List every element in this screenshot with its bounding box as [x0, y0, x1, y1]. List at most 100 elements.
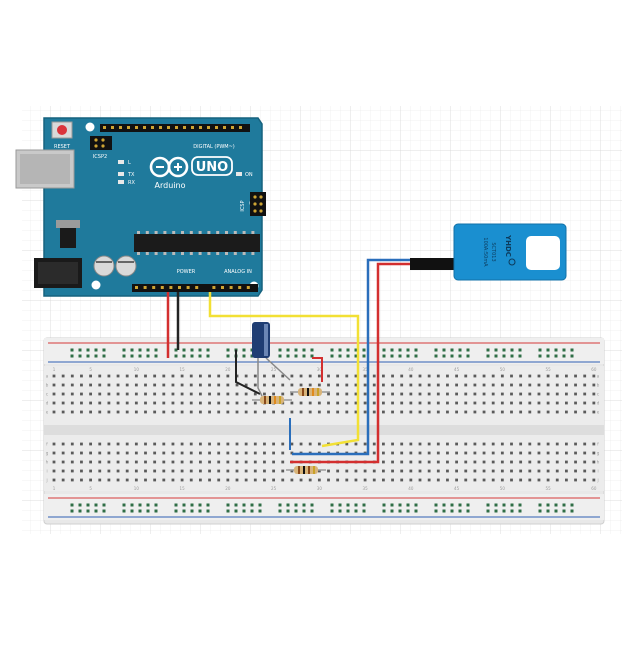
terminal-hole	[382, 392, 385, 396]
rail-hole	[154, 354, 158, 358]
terminal-hole	[317, 478, 321, 482]
terminal-hole	[519, 451, 523, 455]
rail-hole	[286, 509, 290, 513]
chip-pin	[251, 231, 255, 234]
rail-hole	[122, 503, 126, 507]
terminal-hole	[473, 410, 477, 414]
terminal-hole	[382, 401, 385, 405]
terminal-hole	[446, 392, 449, 396]
terminal-hole	[436, 374, 440, 378]
rail-hole	[102, 509, 106, 513]
terminal-hole	[61, 442, 65, 446]
row-letter: i	[46, 469, 47, 474]
rx-label: RX	[128, 180, 135, 186]
rail-hole	[414, 354, 418, 358]
terminal-hole	[235, 442, 239, 446]
rail-hole	[302, 509, 306, 513]
rail-hole	[310, 509, 314, 513]
rail-hole	[234, 509, 238, 513]
terminal-hole	[180, 478, 184, 482]
power-analog-header: POWER ANALOG IN	[132, 269, 258, 292]
terminal-hole	[290, 451, 294, 455]
terminal-hole	[574, 460, 577, 464]
rail-hole	[518, 354, 522, 358]
rail-hole	[554, 348, 558, 352]
chip-pin	[225, 231, 228, 234]
terminal-hole	[574, 383, 577, 387]
column-number: 1	[53, 486, 56, 491]
terminal-hole	[272, 460, 275, 464]
terminal-hole	[61, 451, 65, 455]
terminal-hole	[382, 460, 385, 464]
rail-hole	[122, 354, 126, 358]
terminal-hole	[565, 451, 568, 455]
terminal-hole	[436, 451, 440, 455]
rail-hole	[406, 348, 410, 352]
rail-hole	[382, 503, 386, 507]
terminal-hole	[199, 460, 202, 464]
terminal-hole	[418, 383, 422, 387]
rail-hole	[510, 503, 514, 507]
terminal-hole	[537, 374, 541, 378]
rail-hole	[70, 348, 74, 352]
terminal-hole	[235, 478, 239, 482]
rail-hole	[154, 503, 158, 507]
terminal-hole	[500, 460, 504, 464]
rail-hole	[338, 509, 342, 513]
terminal-hole	[244, 469, 248, 473]
rail-hole	[310, 348, 314, 352]
column-number: 20	[225, 486, 231, 491]
chip-pin	[172, 231, 176, 234]
terminal-hole	[464, 383, 468, 387]
terminal-hole	[491, 383, 495, 387]
terminal-hole	[574, 478, 577, 482]
rail-hole	[518, 509, 522, 513]
terminal-hole	[208, 460, 211, 464]
terminal-hole	[427, 401, 431, 405]
rail-hole	[346, 509, 350, 513]
rail-hole	[458, 509, 462, 513]
header-pin	[195, 286, 199, 289]
terminal-hole	[345, 442, 349, 446]
wires	[166, 258, 410, 464]
terminal-hole	[189, 401, 193, 405]
terminal-hole	[253, 478, 257, 482]
rail-hole	[510, 354, 514, 358]
terminal-hole	[583, 469, 587, 473]
terminal-hole	[61, 410, 65, 414]
terminal-hole	[244, 460, 248, 464]
terminal-hole	[482, 478, 486, 482]
column-number: 5	[89, 486, 92, 491]
rail-hole	[434, 509, 438, 513]
rail-hole	[554, 509, 558, 513]
terminal-hole	[345, 374, 349, 378]
rail-hole	[138, 503, 142, 507]
terminal-hole	[336, 478, 340, 482]
row-letter: c	[46, 392, 48, 397]
terminal-hole	[409, 460, 413, 464]
terminal-hole	[436, 442, 440, 446]
rail-hole	[174, 503, 178, 507]
header-pin	[207, 126, 210, 129]
terminal-hole	[125, 478, 129, 482]
terminal-hole	[144, 410, 147, 414]
terminal-hole	[52, 410, 56, 414]
rail-hole	[398, 348, 402, 352]
rail-hole	[434, 348, 438, 352]
terminal-hole	[226, 383, 230, 387]
terminal-hole	[290, 478, 294, 482]
terminal-hole	[272, 478, 275, 482]
terminal-hole	[226, 478, 230, 482]
rail-hole	[414, 503, 418, 507]
terminal-hole	[272, 374, 275, 378]
terminal-hole	[391, 410, 394, 414]
terminal-hole	[455, 401, 458, 405]
terminal-hole	[144, 478, 147, 482]
terminal-hole	[336, 401, 340, 405]
rail-hole	[546, 354, 550, 358]
terminal-hole	[180, 374, 184, 378]
terminal-hole	[546, 451, 550, 455]
rail-hole	[146, 509, 150, 513]
rail-hole	[146, 354, 150, 358]
rail-hole	[190, 354, 194, 358]
